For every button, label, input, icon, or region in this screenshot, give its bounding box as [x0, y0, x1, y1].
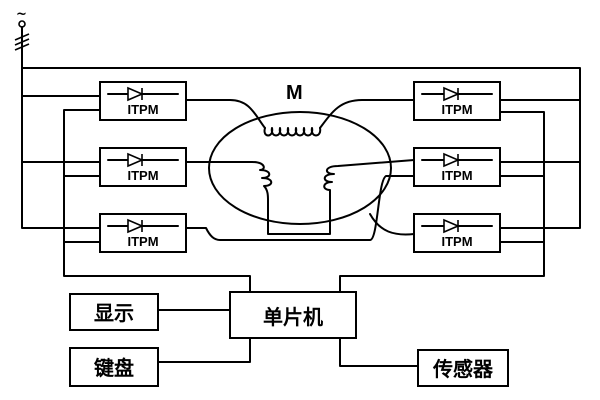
phase-tick-1: [14, 33, 30, 41]
thyristor-icon: [443, 86, 461, 102]
display-block: 显示: [69, 293, 159, 331]
control-bus: [63, 109, 545, 293]
itpm-right-2-label: ITPM: [441, 168, 472, 183]
display-box: [69, 293, 159, 331]
supply-left-trunk: [21, 67, 101, 229]
itpm-left-1: ITPM: [99, 81, 187, 121]
itpm-left-2-label: ITPM: [127, 168, 158, 183]
itpm-left-2: ITPM: [99, 147, 187, 187]
phase-a-left-wire: [185, 99, 266, 129]
phase-a-right-wire: [319, 99, 415, 129]
itpm-right-1: ITPM: [413, 81, 501, 121]
keyboard-link: [157, 337, 251, 363]
thyristor-icon: [443, 152, 461, 168]
peripheral-wiring: [157, 309, 419, 367]
keyboard-label: 键盘: [94, 356, 134, 380]
itpm-left-3: ITPM: [99, 213, 187, 253]
control-right-trunk: [339, 111, 545, 293]
motor-wiring: [185, 99, 415, 241]
left-winding-coil: [251, 161, 331, 235]
phase-c-right-wire: [369, 213, 415, 236]
top-winding-coil: [263, 127, 322, 137]
thyristor-icon: [443, 218, 461, 234]
supply-top-bus: [21, 67, 581, 229]
itpm-left-3-label: ITPM: [127, 234, 158, 249]
ac-source-symbol: ~: [16, 7, 27, 22]
itpm-right-3-box: [413, 213, 501, 253]
itpm-left-1-box: [99, 81, 187, 121]
ac-source: ~: [14, 7, 30, 69]
control-left-trunk: [63, 109, 251, 293]
itpm-right-3-label: ITPM: [441, 234, 472, 249]
sensor-link: [339, 337, 419, 367]
sensor-box: [417, 349, 509, 387]
keyboard-block: 键盘: [69, 347, 159, 387]
keyboard-box: [69, 347, 159, 387]
sensor-label: 传感器: [432, 357, 494, 381]
right-winding-coil: [323, 159, 415, 201]
supply-bus: [21, 67, 581, 229]
itpm-left-3-box: [99, 213, 187, 253]
itpm-right-2-box: [413, 147, 501, 187]
motor-label: M: [286, 82, 303, 104]
itpm-right-1-label: ITPM: [441, 102, 472, 117]
itpm-right-1-box: [413, 81, 501, 121]
itpm-right-3: ITPM: [413, 213, 501, 253]
mcu-label: 单片机: [263, 305, 323, 329]
display-label: 显示: [94, 301, 134, 325]
itpm-right-2: ITPM: [413, 147, 501, 187]
mcu-block: 单片机: [229, 291, 357, 339]
thyristor-icon: [127, 218, 145, 234]
itpm-left-1-label: ITPM: [127, 102, 158, 117]
phase-tick-3: [14, 43, 30, 51]
thyristor-icon: [127, 86, 145, 102]
sensor-block: 传感器: [417, 349, 509, 387]
phase-c-left-wire: [185, 175, 415, 241]
motor-stator: [208, 111, 392, 225]
mcu-box: [229, 291, 357, 339]
phase-tick-2: [14, 38, 30, 46]
itpm-left-2-box: [99, 147, 187, 187]
thyristor-icon: [127, 152, 145, 168]
